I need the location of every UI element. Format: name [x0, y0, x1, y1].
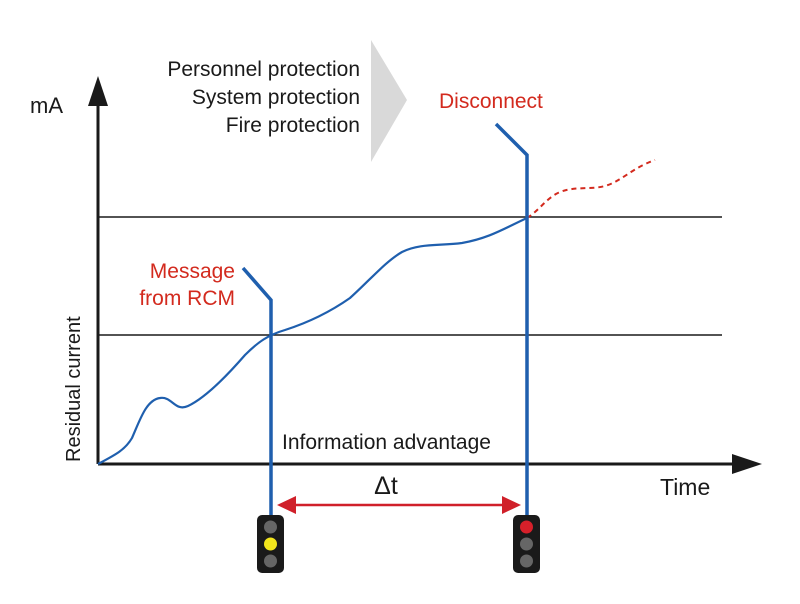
- traffic-light-warning-top: [264, 520, 277, 534]
- disconnect-label: Disconnect: [439, 90, 543, 113]
- traffic-light-disconnect: [513, 515, 540, 573]
- message-label-line1: Message: [150, 260, 235, 283]
- message-label-line2: from RCM: [139, 287, 235, 310]
- residual-current-projection: [526, 159, 656, 219]
- y-axis-arrowhead: [88, 76, 108, 106]
- traffic-light-disconnect-bottom: [520, 554, 533, 568]
- y-axis-unit: mA: [30, 93, 63, 118]
- protection-direction-arrow: [371, 40, 407, 162]
- traffic-light-warning: [257, 515, 284, 573]
- delta-t-arrowhead-right: [502, 496, 521, 514]
- information-advantage-label: Information advantage: [282, 431, 491, 454]
- warning-pointer-line: [241, 266, 273, 518]
- y-axis-label: Residual current: [63, 316, 85, 462]
- disconnect-pointer-line: [494, 122, 529, 518]
- protection-fire: Fire protection: [226, 114, 360, 137]
- traffic-light-disconnect-red: [520, 520, 533, 534]
- traffic-light-warning-yellow: [264, 537, 277, 551]
- traffic-light-warning-bottom: [264, 554, 277, 568]
- protection-system: System protection: [192, 86, 360, 109]
- x-axis-arrowhead: [732, 454, 762, 474]
- residual-current-curve: [97, 216, 528, 465]
- traffic-light-disconnect-middle: [520, 537, 533, 551]
- delta-t-label: Δt: [374, 472, 398, 500]
- protection-personnel: Personnel protection: [167, 58, 360, 81]
- x-axis-label: Time: [660, 474, 710, 500]
- delta-t-arrowhead-left: [277, 496, 296, 514]
